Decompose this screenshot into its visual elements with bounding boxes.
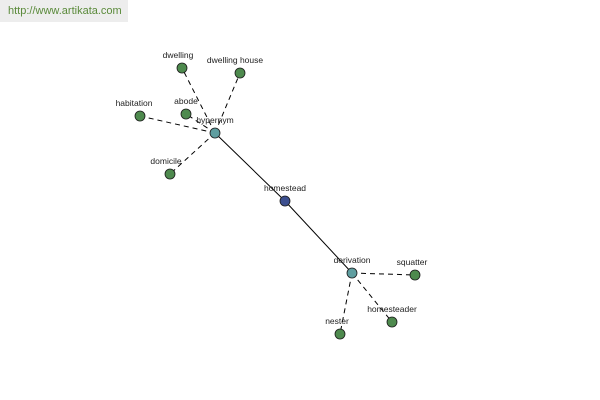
node-relation-hypernym[interactable] [209, 127, 221, 139]
edge-derivation-to-nester [339, 272, 353, 335]
node-center[interactable] [279, 195, 291, 207]
node-term-domicile[interactable] [164, 168, 176, 180]
label-term-habitation: habitation [116, 98, 153, 108]
node-term-nester[interactable] [334, 328, 346, 340]
edge-layer [139, 67, 416, 335]
node-term-abode[interactable] [180, 108, 192, 120]
label-relation-derivation: derivation [334, 255, 371, 265]
label-term-abode: abode [174, 96, 198, 106]
node-layer [134, 62, 421, 340]
watermark-link[interactable]: http://www.artikata.com [0, 0, 128, 22]
node-term-homesteader[interactable] [386, 316, 398, 328]
node-term-squatter[interactable] [409, 269, 421, 281]
label-term-dwelling: dwelling [163, 50, 194, 60]
edge-hypernym-to-habitation [139, 115, 216, 134]
node-term-dwelling[interactable] [176, 62, 188, 74]
node-term-dwelling-house[interactable] [234, 67, 246, 79]
node-term-habitation[interactable] [134, 110, 146, 122]
edge-center-to-derivation [284, 200, 353, 274]
edge-derivation-to-homesteader [351, 272, 393, 323]
edge-hypernym-to-abode [185, 113, 216, 134]
label-term-homesteader: homesteader [367, 304, 417, 314]
label-term-squatter: squatter [397, 257, 428, 267]
label-term-domicile: domicile [150, 156, 181, 166]
label-term-nester: nester [325, 316, 349, 326]
label-layer: homestead hypernym dwelling dwelling house h… [116, 50, 428, 326]
node-relation-derivation[interactable] [346, 267, 358, 279]
edge-hypernym-to-dwelling-house [214, 72, 241, 134]
label-relation-hypernym: hypernym [196, 115, 233, 125]
label-center: homestead [264, 183, 306, 193]
edge-hypernym-to-domicile [169, 132, 216, 175]
edge-center-to-hypernym [214, 132, 286, 202]
edge-derivation-to-squatter [351, 272, 416, 276]
edge-hypernym-to-dwelling [181, 67, 216, 134]
label-term-dwelling-house: dwelling house [207, 55, 264, 65]
